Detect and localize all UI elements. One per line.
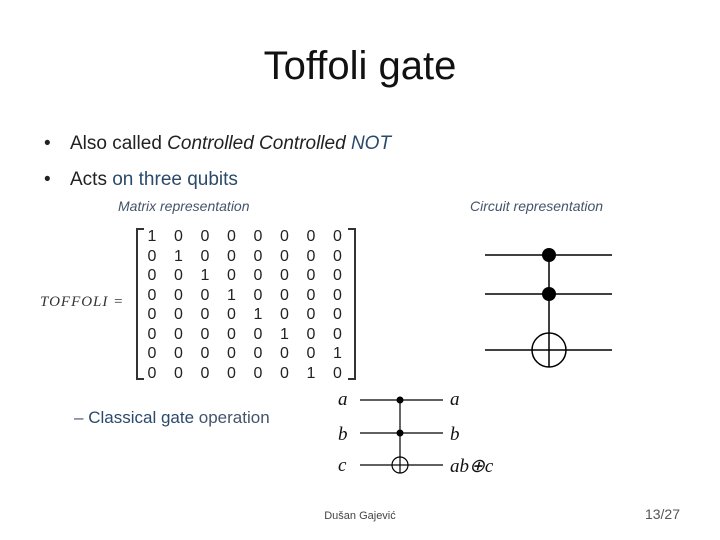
matrix-cell: 0 (280, 345, 289, 362)
matrix-cell: 0 (333, 306, 342, 323)
matrix-cell: 0 (174, 228, 183, 245)
classical-control-dot-b (396, 429, 404, 437)
sub-bullet-classical: – Classical gate operation (74, 408, 270, 428)
bullet-three-qubits: • Acts on three qubits (44, 169, 238, 191)
sub-bullet-text: operation (198, 408, 270, 427)
matrix-cell: 0 (227, 247, 236, 265)
classical-input-a: a (338, 389, 348, 410)
matrix-cell: 1 (253, 306, 263, 323)
matrix-cell: 0 (200, 325, 210, 343)
matrix-cell: 1 (227, 286, 236, 304)
bullet-text-1-italic: Controlled Controlled (167, 133, 351, 154)
matrix-cell: 0 (227, 228, 236, 245)
matrix-cell: 0 (174, 325, 183, 343)
matrix-cell: 0 (253, 267, 263, 284)
matrix-cell: 0 (306, 228, 316, 245)
matrix-cell: 0 (306, 306, 316, 323)
matrix-cell: 0 (306, 345, 316, 362)
matrix-cell: 0 (227, 306, 236, 323)
matrix-cell: 0 (280, 364, 289, 382)
matrix-cell: 0 (174, 286, 183, 304)
matrix-cell: 0 (306, 325, 316, 343)
slide-title: Toffoli gate (263, 44, 457, 88)
matrix-cell: 0 (200, 345, 210, 362)
footer-author: Dušan Gajević (324, 510, 396, 522)
matrix-cell: 0 (280, 228, 289, 245)
matrix-cell: 0 (333, 228, 342, 245)
matrix-cell: 0 (200, 228, 210, 245)
classical-input-c: c (338, 455, 347, 476)
sub-bullet-accent: Classical gate (88, 408, 199, 427)
matrix-cell: 0 (147, 306, 157, 323)
matrix-cell: 0 (227, 364, 236, 382)
bullet-text-1: Also called (70, 133, 168, 154)
matrix-cell: 0 (147, 247, 157, 265)
bullet-text-1-not: NOT (350, 133, 392, 154)
matrix-cell: 0 (227, 267, 236, 284)
matrix-cell: 0 (174, 267, 183, 284)
matrix-cell: 0 (200, 247, 210, 265)
matrix-right-bracket (348, 228, 356, 380)
matrix-cell: 0 (253, 228, 263, 245)
matrix-cell: 0 (333, 364, 342, 382)
matrix-cell: 0 (147, 286, 157, 304)
matrix-cell: 0 (333, 286, 342, 304)
matrix-cell: 0 (253, 345, 263, 362)
control-dot-2 (542, 287, 556, 301)
matrix-cell: 1 (147, 228, 157, 245)
matrix-cell: 0 (200, 286, 210, 304)
matrix-cell: 0 (200, 364, 210, 382)
classical-control-dot-a (396, 396, 404, 404)
matrix-cell: 0 (147, 364, 157, 382)
matrix-cell: 0 (147, 345, 157, 362)
matrix-cell: 0 (333, 325, 342, 343)
matrix-cell: 0 (253, 325, 263, 343)
matrix-cell: 0 (306, 247, 316, 265)
matrix-cell: 0 (253, 364, 263, 382)
matrix-cell: 0 (280, 306, 289, 323)
classical-output-a: a (450, 389, 460, 410)
classical-output-b: b (450, 424, 460, 445)
bullet-controlled-not: • Also called Controlled Controlled NOT (44, 133, 391, 155)
matrix-left-bracket (136, 228, 144, 380)
matrix-cell: 0 (333, 247, 342, 265)
matrix-cell: 0 (280, 247, 289, 265)
matrix-cell: 0 (147, 325, 157, 343)
toffoli-matrix-label: TOFFOLI = (40, 294, 125, 310)
matrix-cell: 1 (280, 325, 289, 343)
matrix-cell: 0 (227, 345, 236, 362)
matrix-cell: 0 (174, 306, 183, 323)
circuit-caption: Circuit representation (470, 198, 604, 214)
classical-output-abxorc: ab⊕c (450, 456, 494, 477)
matrix-cell: 0 (280, 286, 289, 304)
classical-input-b: b (338, 424, 348, 445)
matrix-cell: 0 (253, 247, 263, 265)
quantum-circuit-diagram (485, 248, 612, 368)
matrix-cell: 1 (200, 267, 210, 284)
matrix-caption: Matrix representation (118, 198, 250, 214)
bullet-dot: • (44, 133, 51, 154)
classical-toffoli-diagram (360, 396, 443, 474)
page-number: 13/27 (644, 506, 680, 522)
sub-bullet-dash: – (74, 408, 84, 427)
matrix-cell: 0 (174, 364, 183, 382)
matrix-cell: 1 (333, 345, 342, 362)
bullet-text-2: Acts (70, 169, 113, 190)
matrix-cell: 0 (280, 267, 289, 284)
matrix-cell: 1 (306, 364, 316, 382)
bullet-text-2-accent: on three qubits (112, 169, 238, 190)
matrix-cell: 0 (306, 286, 316, 304)
matrix-cell: 0 (174, 345, 183, 362)
matrix-cell: 0 (253, 286, 263, 304)
bullet-dot: • (44, 169, 51, 190)
matrix-cell: 0 (306, 267, 316, 284)
matrix-cell: 0 (227, 325, 236, 343)
matrix-cell: 0 (333, 267, 342, 284)
matrix-cell: 1 (174, 247, 183, 265)
matrix-cell: 0 (200, 306, 210, 323)
control-dot-1 (542, 248, 556, 262)
matrix-cell: 0 (147, 267, 157, 284)
